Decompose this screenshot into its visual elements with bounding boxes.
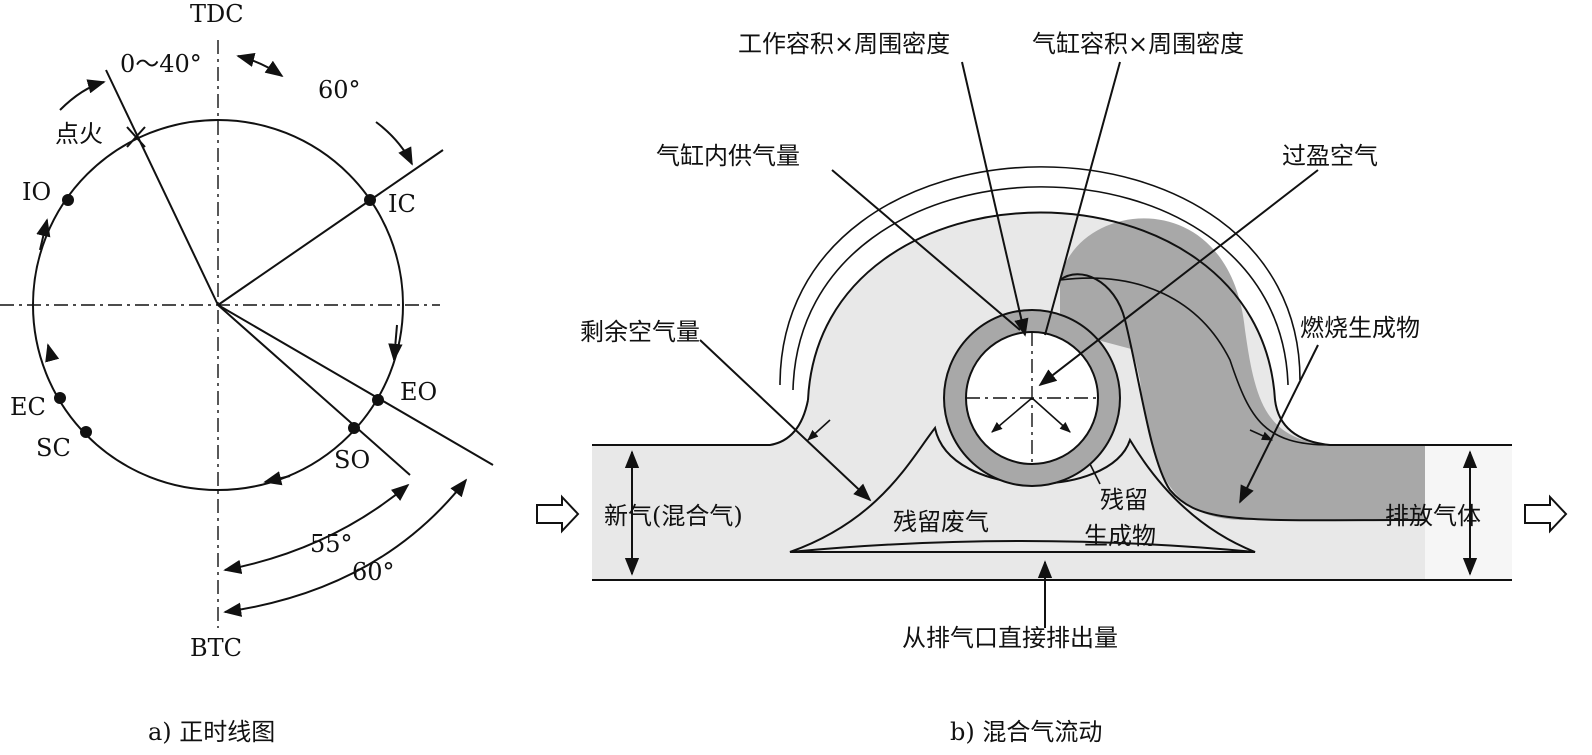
ignition-line — [105, 69, 219, 306]
angle-60-top-arc — [375, 121, 413, 166]
sc-label: SC — [36, 434, 71, 462]
rotation-arrow — [36, 218, 51, 251]
ec-point — [54, 392, 66, 404]
inflow-arrow-icon — [536, 494, 580, 534]
residual-products-label-1: 残留 — [1100, 486, 1148, 514]
ic-label: IC — [388, 190, 416, 218]
direct-exhaust-label: 从排气口直接排出量 — [902, 624, 1118, 652]
dome-outline — [807, 211, 1276, 401]
residual-exhaust-label: 残留废气 — [893, 508, 989, 536]
dome-arc-outer-1 — [792, 186, 1289, 391]
timing-caption: a) 正时线图 — [148, 718, 275, 746]
eo-line — [217, 304, 494, 466]
supply-leader — [831, 169, 1021, 331]
tdc-label: TDC — [190, 0, 244, 28]
ic-point — [364, 194, 376, 206]
flow-caption: b) 混合气流动 — [950, 718, 1102, 746]
cylinder-volume-leader — [1044, 61, 1121, 336]
exhaust-gas-label: 排放气体 — [1385, 502, 1481, 530]
work-volume-label: 工作容积×周围密度 — [738, 30, 950, 58]
combustion-products-fill — [1060, 218, 1425, 520]
ic-line — [217, 149, 444, 306]
so-point — [348, 422, 360, 434]
excess-air-leader — [1038, 169, 1319, 387]
angle-0-40-arc-left — [59, 79, 106, 111]
angle-55-label: 55° — [310, 530, 353, 558]
angle-60-bottom-arc — [223, 478, 468, 617]
sc-point — [80, 426, 92, 438]
btc-label: BTC — [190, 634, 242, 662]
residual-products-label-2: 生成物 — [1084, 522, 1156, 550]
work-volume-leader — [961, 61, 1029, 337]
ignition-label: 点火 — [55, 120, 103, 148]
residual-air-label: 剩余空气量 — [580, 318, 700, 346]
flow-diagram: 工作容积×周围密度 气缸容积×周围密度 气缸内供气量 过盈空气 剩余空气量 燃烧… — [536, 30, 1568, 746]
crank-circle — [32, 119, 404, 491]
fresh-gas-label: 新气(混合气) — [604, 502, 743, 530]
angle-0-40-arc-right — [236, 52, 284, 78]
angle-0-40-label: 0～40° — [120, 50, 202, 78]
excess-air-label: 过盈空气 — [1282, 142, 1378, 170]
so-line — [217, 304, 411, 476]
angle-60-top-label: 60° — [318, 76, 361, 104]
io-point — [62, 194, 74, 206]
channel-top-wall-left — [592, 399, 809, 446]
timing-diagram: TDC BTC 0～40° 60° 点火 IO IC EO EC SC SO 5… — [0, 0, 494, 746]
angle-60-bottom-label: 60° — [352, 558, 395, 586]
eo-point — [372, 394, 384, 406]
cylinder-volume-label: 气缸容积×周围密度 — [1032, 30, 1244, 58]
eo-label: EO — [400, 378, 437, 406]
channel-top-wall-right — [1274, 399, 1512, 446]
combustion-products-label: 燃烧生成物 — [1300, 314, 1420, 342]
dome-arc-outer-2 — [779, 166, 1301, 386]
residual-air-leader — [699, 339, 872, 502]
so-label: SO — [334, 446, 370, 474]
combustion-products-leader — [1239, 344, 1319, 504]
outflow-arrow-icon — [1524, 494, 1568, 534]
supply-label: 气缸内供气量 — [656, 142, 800, 170]
ec-label: EC — [10, 393, 46, 421]
combustion-boundary — [1059, 273, 1426, 522]
io-label: IO — [22, 178, 51, 206]
